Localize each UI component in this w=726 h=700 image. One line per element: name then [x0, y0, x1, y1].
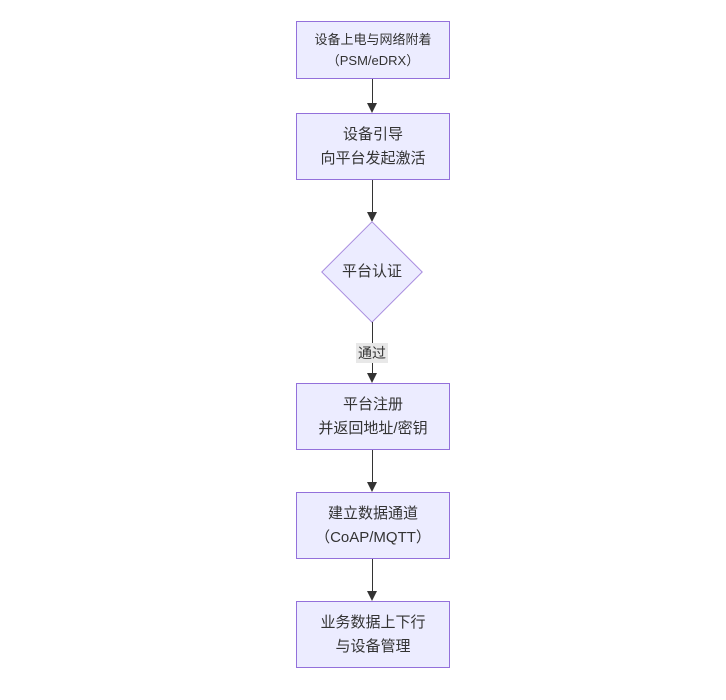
node-text-line: （CoAP/MQTT）	[315, 528, 431, 546]
node-platform-register: 平台注册 并返回地址/密钥	[296, 383, 450, 450]
arrowhead-icon	[367, 591, 377, 601]
node-text-line: 设备引导	[342, 125, 403, 143]
edge-line	[372, 559, 373, 591]
node-device-bootstrap-activate: 设备引导 向平台发起激活	[296, 113, 450, 180]
node-establish-data-channel: 建立数据通道 （CoAP/MQTT）	[296, 492, 450, 559]
edge-line	[372, 450, 373, 482]
node-text-line: 与设备管理	[335, 637, 411, 655]
arrowhead-icon	[367, 482, 377, 492]
arrowhead-icon	[367, 103, 377, 113]
node-text-line: 平台注册	[342, 395, 403, 413]
node-text-line: （PSM/eDRX）	[326, 53, 420, 68]
arrowhead-icon	[367, 373, 377, 383]
node-power-on-network-attach: 设备上电与网络附着 （PSM/eDRX）	[296, 21, 450, 79]
node-text-line: 设备上电与网络附着	[314, 32, 432, 47]
edge-label-pass: 通过	[356, 343, 388, 363]
arrowhead-icon	[367, 212, 377, 222]
edge-line	[372, 79, 373, 103]
node-business-data-device-mgmt: 业务数据上下行 与设备管理	[296, 601, 450, 668]
node-text-line: 业务数据上下行	[320, 613, 426, 631]
node-text-line: 建立数据通道	[327, 504, 418, 522]
edge-line	[372, 180, 373, 212]
node-text-line: 向平台发起激活	[320, 149, 426, 167]
node-text-line: 平台认证	[341, 263, 402, 280]
node-text-line: 并返回地址/密钥	[318, 419, 428, 437]
